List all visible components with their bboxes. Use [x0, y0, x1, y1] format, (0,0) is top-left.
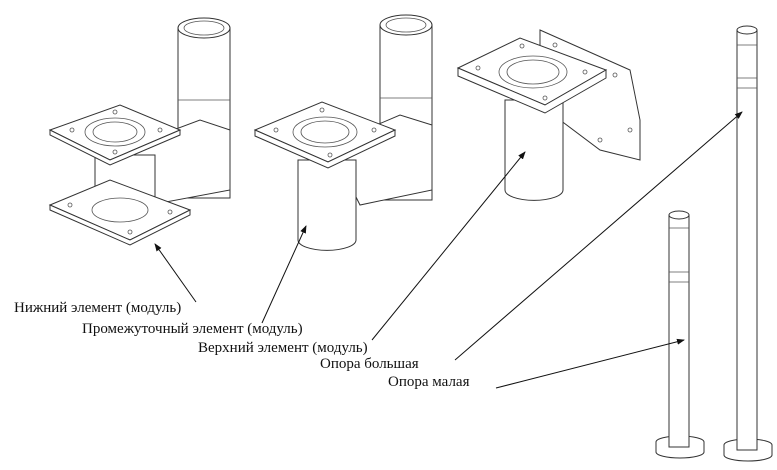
- label-lower-module: Нижний элемент (модуль): [14, 300, 182, 316]
- leader-lower-module: [154, 243, 197, 303]
- label-middle-module: Промежуточный элемент (модуль): [82, 321, 303, 337]
- label-upper-module: Верхний элемент (модуль): [198, 340, 368, 356]
- leader-middle-module: [261, 225, 307, 324]
- pole-large-drawing: [723, 25, 773, 462]
- label-pole-small: Опора малая: [388, 374, 470, 390]
- label-pole-large: Опора большая: [320, 356, 419, 372]
- leader-upper-module: [371, 151, 526, 341]
- upper-module-drawing: [456, 29, 641, 201]
- pole-small-drawing: [655, 210, 705, 459]
- lower-module-drawing: [48, 17, 231, 246]
- middle-module-drawing: [253, 14, 433, 251]
- leader-pole-large: [454, 111, 743, 361]
- leader-pole-small: [495, 338, 685, 389]
